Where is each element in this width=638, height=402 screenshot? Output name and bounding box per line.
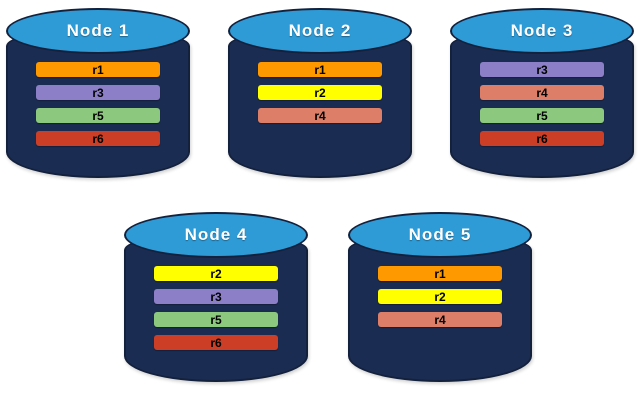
replica-bar[interactable]: r5 bbox=[480, 108, 604, 123]
replica-list: r1 r2 r4 bbox=[258, 62, 382, 131]
node-label: Node 2 bbox=[288, 21, 352, 40]
replica-list: r3 r4 r5 r6 bbox=[480, 62, 604, 154]
database-node-4[interactable]: Node 4 r2 r3 r5 r6 bbox=[124, 210, 308, 390]
database-node-3[interactable]: Node 3 r3 r4 r5 r6 bbox=[450, 6, 634, 186]
replica-label: r4 bbox=[314, 108, 326, 123]
replica-label: r4 bbox=[536, 85, 548, 100]
node-label: Node 1 bbox=[66, 21, 130, 40]
cylinder-body bbox=[124, 232, 308, 382]
replica-bar[interactable]: r4 bbox=[258, 108, 382, 123]
node-label: Node 5 bbox=[408, 225, 472, 244]
replica-label: r5 bbox=[210, 312, 222, 327]
database-node-1[interactable]: Node 1 r1 r3 r5 r6 bbox=[6, 6, 190, 186]
cylinder-body bbox=[348, 232, 532, 382]
replica-bar[interactable]: r2 bbox=[378, 289, 502, 304]
replica-bar[interactable]: r5 bbox=[36, 108, 160, 123]
replica-label: r3 bbox=[536, 62, 548, 77]
replica-label: r2 bbox=[434, 289, 446, 304]
replica-label: r6 bbox=[210, 335, 222, 350]
replica-label: r3 bbox=[92, 85, 104, 100]
replica-list: r1 r3 r5 r6 bbox=[36, 62, 160, 154]
replica-list: r2 r3 r5 r6 bbox=[154, 266, 278, 358]
replica-label: r1 bbox=[434, 266, 446, 281]
replica-bar[interactable]: r4 bbox=[378, 312, 502, 327]
cylinder-top: Node 3 bbox=[450, 8, 634, 54]
replica-bar[interactable]: r6 bbox=[36, 131, 160, 146]
replica-label: r6 bbox=[92, 131, 104, 146]
replica-label: r1 bbox=[92, 62, 104, 77]
replica-bar[interactable]: r3 bbox=[480, 62, 604, 77]
replica-label: r4 bbox=[434, 312, 446, 327]
node-label: Node 3 bbox=[510, 21, 574, 40]
replica-bar[interactable]: r3 bbox=[154, 289, 278, 304]
replica-bar[interactable]: r5 bbox=[154, 312, 278, 327]
replica-bar[interactable]: r3 bbox=[36, 85, 160, 100]
replica-label: r5 bbox=[92, 108, 104, 123]
replica-bar[interactable]: r2 bbox=[154, 266, 278, 281]
database-node-5[interactable]: Node 5 r1 r2 r4 bbox=[348, 210, 532, 390]
replica-label: r5 bbox=[536, 108, 548, 123]
replica-bar[interactable]: r2 bbox=[258, 85, 382, 100]
replica-label: r6 bbox=[536, 131, 548, 146]
replica-bar[interactable]: r6 bbox=[480, 131, 604, 146]
cylinder-top: Node 5 bbox=[348, 212, 532, 258]
replica-bar[interactable]: r6 bbox=[154, 335, 278, 350]
node-label: Node 4 bbox=[184, 225, 248, 244]
replica-label: r2 bbox=[314, 85, 326, 100]
cylinder-top: Node 4 bbox=[124, 212, 308, 258]
cylinder-top: Node 2 bbox=[228, 8, 412, 54]
replica-list: r1 r2 r4 bbox=[378, 266, 502, 335]
replica-label: r3 bbox=[210, 289, 222, 304]
replica-bar[interactable]: r1 bbox=[378, 266, 502, 281]
replica-bar[interactable]: r1 bbox=[258, 62, 382, 77]
replica-bar[interactable]: r1 bbox=[36, 62, 160, 77]
database-node-2[interactable]: Node 2 r1 r2 r4 bbox=[228, 6, 412, 186]
replica-label: r2 bbox=[210, 266, 222, 281]
cylinder-top: Node 1 bbox=[6, 8, 190, 54]
replica-bar[interactable]: r4 bbox=[480, 85, 604, 100]
replica-label: r1 bbox=[314, 62, 326, 77]
